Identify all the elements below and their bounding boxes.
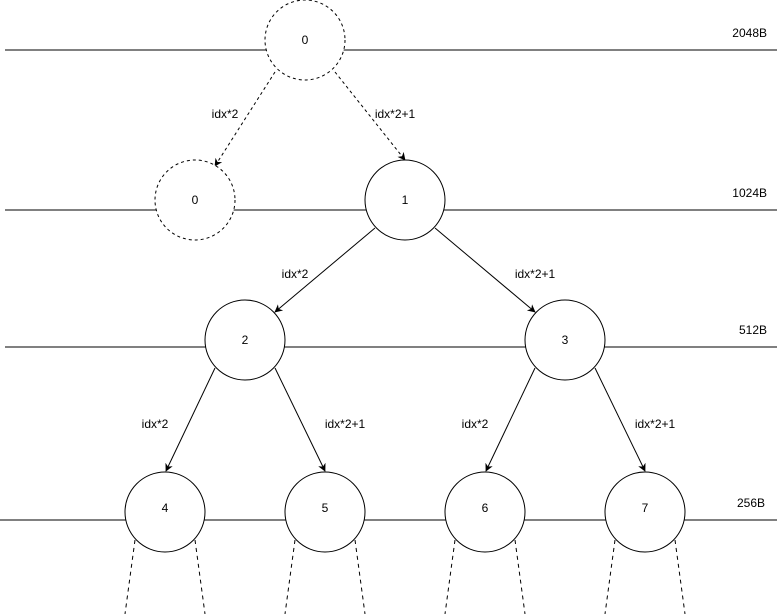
node-circle (444, 471, 526, 553)
node-circle (284, 471, 366, 553)
continuation-line (604, 539, 616, 614)
edge-label-node-2-left: idx*2 (142, 417, 169, 431)
tree-node-3: 3 (524, 299, 606, 381)
edge-labels: idx*2 idx*2+1 idx*2 idx*2+1 idx*2 idx*2+… (142, 107, 676, 431)
edge-root-to-left-half (214, 71, 276, 167)
tree-node-root: 0 (264, 0, 346, 81)
continuation-line (284, 539, 296, 614)
tree-node-6: 6 (444, 471, 526, 553)
node-circle (604, 471, 686, 553)
continuation-line (354, 539, 366, 614)
node-circle (524, 299, 606, 381)
node-circle (154, 159, 236, 241)
tree-node-7: 7 (604, 471, 686, 553)
edge-label-node-1-right: idx*2+1 (515, 267, 556, 281)
edge-label-node-2-right: idx*2+1 (325, 417, 366, 431)
edge-node-3-to-node-7 (594, 367, 646, 472)
edges (165, 71, 646, 472)
continuation-line (124, 539, 136, 614)
node-label: 3 (562, 333, 569, 347)
continuation-line (514, 539, 526, 614)
node-label: 7 (642, 501, 649, 515)
nodes: 0 0 1 2 3 4 5 6 (124, 0, 686, 553)
edge-label-node-3-right: idx*2+1 (635, 417, 676, 431)
node-label: 2 (242, 333, 249, 347)
continuation-line (444, 539, 456, 614)
node-circle (264, 0, 346, 81)
level-labels: 2048B 1024B 512B 256B (732, 26, 767, 510)
node-label: 6 (482, 501, 489, 515)
edge-node-2-to-node-5 (274, 367, 326, 472)
level-label-1024: 1024B (732, 186, 767, 200)
tree-node-4: 4 (124, 471, 206, 553)
tree-node-5: 5 (284, 471, 366, 553)
level-label-2048: 2048B (732, 26, 767, 40)
edge-node-1-to-node-3 (434, 227, 536, 313)
edge-label-node-1-left: idx*2 (282, 267, 309, 281)
node-label: 1 (402, 193, 409, 207)
edge-node-3-to-node-6 (485, 367, 536, 472)
level-label-256: 256B (737, 496, 765, 510)
edge-node-1-to-node-2 (274, 227, 376, 313)
edge-label-root-left: idx*2 (212, 107, 239, 121)
edge-label-node-3-left: idx*2 (462, 417, 489, 431)
continuation-line (194, 539, 206, 614)
edge-label-root-right: idx*2+1 (375, 107, 416, 121)
continuation-line (674, 539, 686, 614)
node-label: 0 (302, 33, 309, 47)
node-circle (124, 471, 206, 553)
node-circle (204, 299, 286, 381)
node-label: 5 (322, 501, 329, 515)
edge-root-to-node-1 (334, 71, 406, 161)
tree-node-left-half: 0 (154, 159, 236, 241)
tree-node-1: 1 (364, 159, 446, 241)
level-label-512: 512B (739, 323, 767, 337)
edge-node-2-to-node-4 (165, 367, 216, 472)
node-circle (364, 159, 446, 241)
node-label: 4 (162, 501, 169, 515)
node-label: 0 (192, 193, 199, 207)
continuation-lines (124, 539, 686, 614)
tree-node-2: 2 (204, 299, 286, 381)
